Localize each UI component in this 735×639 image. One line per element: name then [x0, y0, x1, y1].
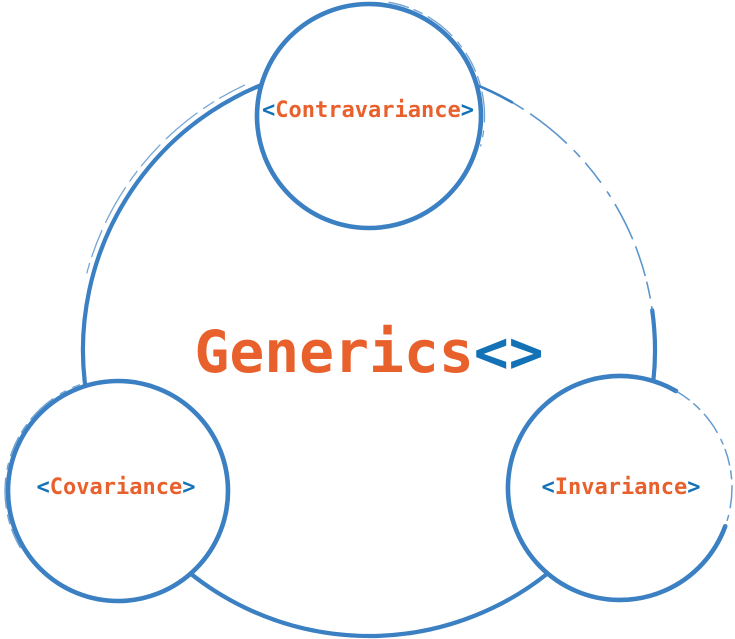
invariance-circle-main-arc: [505, 373, 728, 603]
outer-ring-arc-sketch: [475, 84, 653, 311]
covariance-sketch-arc: [4, 384, 81, 549]
outer-ring-overstroke-top-left: [86, 84, 246, 274]
covariance-circle: [5, 378, 231, 604]
contravariance-sketch-arc: [388, 1, 486, 147]
invariance-circle-fill: [508, 376, 732, 600]
invariance-sketch-arc: [675, 390, 733, 528]
contravariance-circle: [254, 1, 484, 231]
